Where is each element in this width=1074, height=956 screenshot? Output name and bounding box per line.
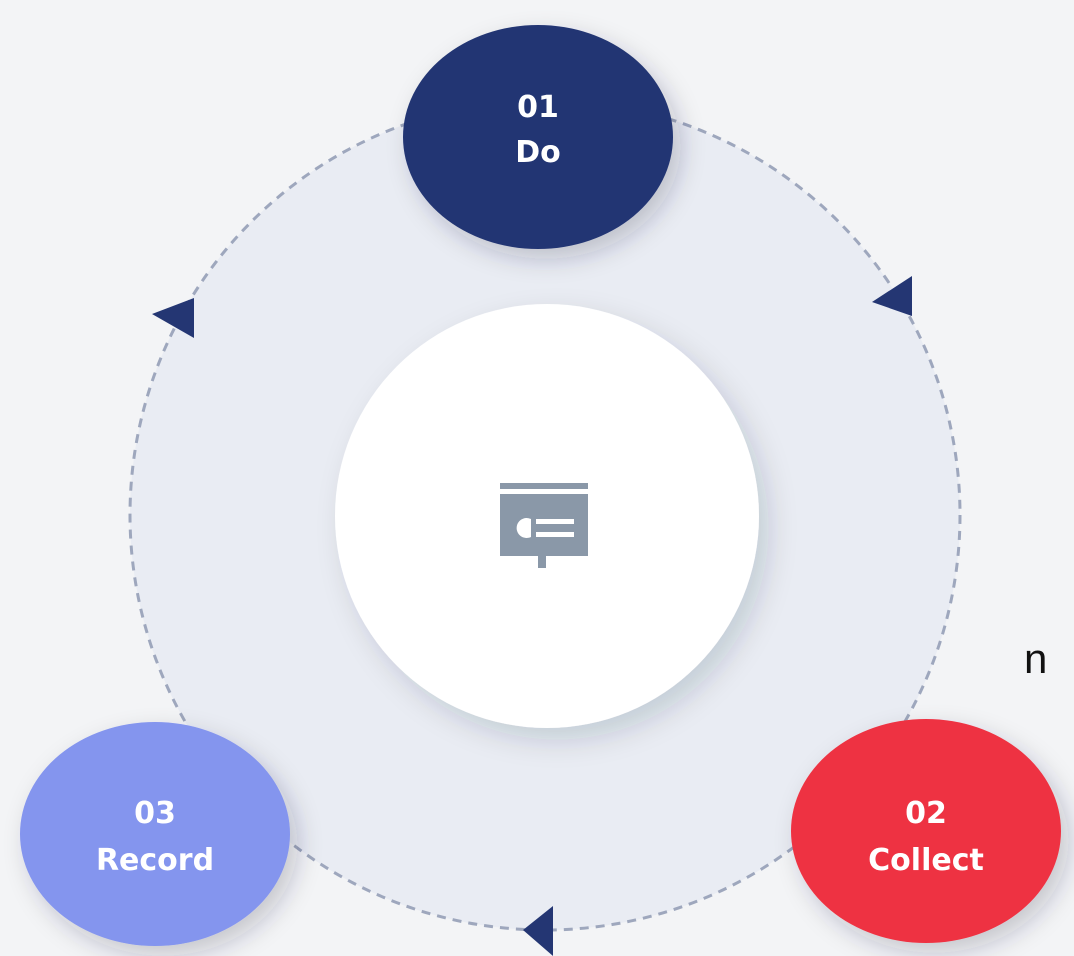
step-label: Collect — [868, 843, 984, 878]
arrow-collect-to-record — [523, 906, 553, 956]
step-circle — [791, 719, 1061, 943]
edge-text: n — [1024, 635, 1048, 682]
step-circle — [20, 722, 290, 946]
arrow-do-to-collect — [872, 276, 912, 316]
step-number: 01 — [517, 90, 559, 125]
step-label: Do — [515, 135, 561, 170]
step-label: Record — [96, 843, 214, 878]
presentation-board-icon — [500, 483, 588, 568]
arrow-record-to-do — [152, 298, 194, 338]
step-number: 02 — [905, 796, 947, 831]
step-circle — [403, 25, 673, 249]
step-number: 03 — [134, 796, 176, 831]
